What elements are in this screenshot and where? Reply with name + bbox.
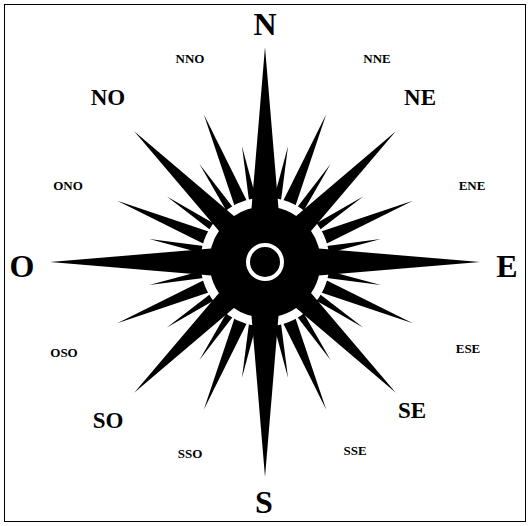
direction-label: NNE xyxy=(363,52,390,65)
direction-label: SSO xyxy=(178,447,203,460)
rose-points xyxy=(50,47,480,477)
cardinal-label: O xyxy=(10,250,35,282)
direction-label: ONO xyxy=(53,179,83,192)
cardinal-label: S xyxy=(255,486,273,518)
center-disc xyxy=(242,239,288,285)
direction-label: NE xyxy=(404,86,436,109)
center-ring xyxy=(248,245,282,279)
direction-label: SO xyxy=(93,409,124,432)
direction-label: OSO xyxy=(50,346,77,359)
direction-label: NNO xyxy=(176,52,205,65)
direction-label: NO xyxy=(91,86,126,109)
direction-label: ESE xyxy=(456,342,481,355)
compass-point xyxy=(261,244,480,280)
compass-point xyxy=(247,258,283,477)
cardinal-label: N xyxy=(253,8,276,40)
frame xyxy=(5,5,526,522)
direction-label: SE xyxy=(398,399,426,422)
compass-point xyxy=(50,244,269,280)
compass-point xyxy=(247,47,283,266)
direction-label: SSE xyxy=(343,444,366,457)
direction-label: ENE xyxy=(459,179,486,192)
cardinal-label: E xyxy=(496,250,517,282)
